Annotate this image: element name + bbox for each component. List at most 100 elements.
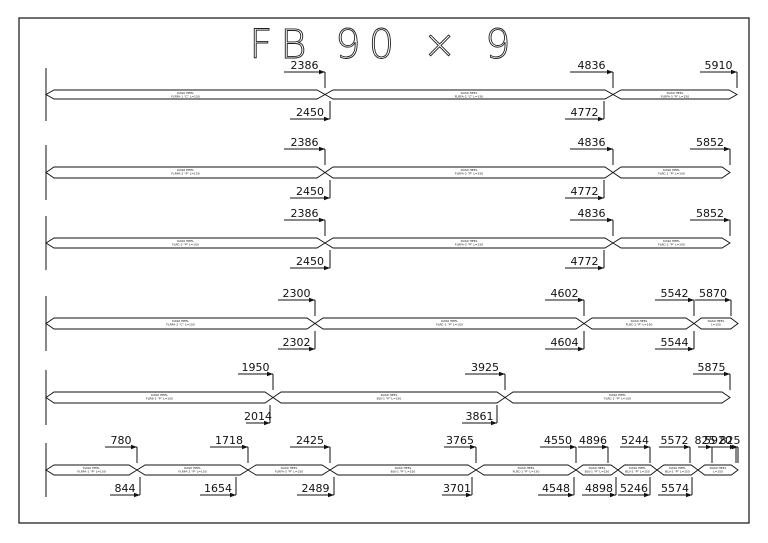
piece-mark: DAS0 HEEL (381, 393, 398, 397)
top-dimension-value: 4896 (579, 434, 607, 447)
piece-mark-detail: FLRFA-2 "P" L=150 (455, 172, 483, 176)
arrow-head (324, 195, 330, 201)
piece-mark-detail: FLRB-1 "P" L=150 (146, 397, 173, 401)
arrow-head (578, 346, 584, 352)
bar-piece (504, 391, 731, 404)
piece-mark-detail: BLV-1 "P" L=150 (585, 470, 610, 474)
piece-mark: DAS0 HEEL (669, 466, 686, 470)
arrow-head (607, 146, 613, 152)
top-dimension-value: 2300 (283, 287, 311, 300)
piece-mark: DAS0 HEEL (172, 319, 189, 323)
bottom-dimension-value: 3861 (466, 410, 494, 423)
arrow-head (319, 69, 325, 75)
bottom-dimension-value: 4898 (585, 482, 613, 495)
piece-mark-detail: L=150 (713, 470, 723, 474)
piece-mark-detail: FLRC-1 "P" L=150 (513, 470, 540, 474)
drawing-title: FB 90 × 9 (249, 22, 518, 68)
piece-mark-detail: FLRC-1 "P" L=150 (626, 323, 653, 327)
bottom-dimension-value: 5574 (661, 482, 689, 495)
piece-mark: DAS0 HEEL (184, 466, 201, 470)
arrow-head (470, 444, 476, 450)
piece-mark-detail: FLRC-1 "P" L=150 (658, 172, 685, 176)
arrow-head (267, 371, 273, 377)
piece-mark: DAS0 HEEL (663, 168, 680, 172)
piece-mark: DAS0 HEEL (461, 168, 478, 172)
piece-mark: DAS0 HEEL (589, 466, 606, 470)
arrow-head (644, 492, 650, 498)
bottom-dimension-value: 2489 (302, 482, 330, 495)
bottom-dimension-value: 4772 (571, 106, 599, 119)
piece-mark-detail: BLV-2 "P" L=150 (665, 470, 690, 474)
arrow-head (602, 444, 608, 450)
top-dimension-value: 2386 (291, 136, 319, 149)
arrow-head (607, 69, 613, 75)
piece-mark-detail: BLV-2 "P" L=150 (625, 470, 650, 474)
top-dimension-value: 4836 (578, 59, 606, 72)
bottom-dimension-value: 3701 (443, 482, 471, 495)
piece-mark: DAS0 HEEL (708, 319, 725, 323)
arrow-head (499, 371, 505, 377)
piece-mark-detail: FLRFA-2 "C" L=150 (166, 323, 195, 327)
arrow-head (324, 444, 330, 450)
piece-mark: DAS0 HEEL (663, 239, 680, 243)
top-dimension-value: 825 (695, 434, 716, 447)
drawing-border (18, 17, 750, 524)
top-dimension-value: 5870 (699, 287, 727, 300)
piece-mark: DAS0 HEEL (83, 466, 100, 470)
piece-mark: DAS0 HEEL (395, 466, 412, 470)
top-dimension-value: 3765 (446, 434, 474, 447)
bottom-dimension-value: 5246 (620, 482, 648, 495)
piece-mark: DAS0 HEEL (281, 466, 298, 470)
top-dimension-value: 5542 (661, 287, 689, 300)
arrow-head (324, 265, 330, 271)
arrow-head (309, 297, 315, 303)
arrow-head (731, 69, 737, 75)
bar-piece (693, 317, 739, 330)
top-dimension-value: 2386 (291, 207, 319, 220)
piece-mark-detail: BLV-1 "P" L=150 (377, 397, 402, 401)
arrow-head (724, 371, 730, 377)
arrow-head (706, 444, 712, 450)
piece-mark-detail: FLRFA-2 "C" L=150 (455, 95, 484, 99)
piece-mark-detail: L=150 (711, 323, 721, 327)
arrow-head (598, 116, 604, 122)
piece-mark-detail: FLRC-1 "P" L=150 (436, 323, 463, 327)
top-dimension-value: 1950 (242, 361, 270, 374)
piece-mark-detail: BLV-1 "P" L=150 (391, 470, 416, 474)
bottom-dimension-value: 2450 (296, 185, 324, 198)
arrow-head (598, 195, 604, 201)
arrow-head (230, 492, 236, 498)
bottom-dimension-value: 844 (115, 482, 136, 495)
arrow-head (725, 297, 731, 303)
arrow-head (264, 420, 270, 426)
top-dimension-value: 780 (111, 434, 132, 447)
bottom-dimension-value: 2450 (296, 106, 324, 119)
top-dimension-value: 1718 (215, 434, 243, 447)
bottom-dimension-value: 4604 (551, 336, 579, 349)
arrow-head (724, 217, 730, 223)
top-dimension-value: 5852 (696, 207, 724, 220)
piece-mark: DAS0 HEEL (461, 239, 478, 243)
arrow-head (466, 492, 472, 498)
bottom-dimension-value: 2302 (283, 336, 311, 349)
top-dimension-value: 4602 (551, 287, 579, 300)
arrow-head (319, 146, 325, 152)
piece-mark-detail: FLRC-2 "P" L=150 (658, 243, 685, 247)
piece-mark-detail: FLRC-1 "P" L=150 (604, 397, 631, 401)
piece-mark: DAS0 HEEL (441, 319, 458, 323)
arrow-head (131, 444, 137, 450)
top-dimension-value: 825 (720, 434, 741, 447)
piece-mark: DAS0 HEEL (177, 91, 194, 95)
bar-piece (612, 237, 731, 249)
arrow-head (684, 444, 690, 450)
arrow-head (491, 420, 497, 426)
arrow-head (568, 492, 574, 498)
bottom-dimension-value: 4772 (571, 255, 599, 268)
top-dimension-value: 4550 (544, 434, 572, 447)
piece-mark: DAS0 HEEL (177, 168, 194, 172)
piece-mark: DAS0 HEEL (609, 393, 626, 397)
piece-mark-detail: FLRFA-2 "P" L=150 (455, 243, 483, 247)
